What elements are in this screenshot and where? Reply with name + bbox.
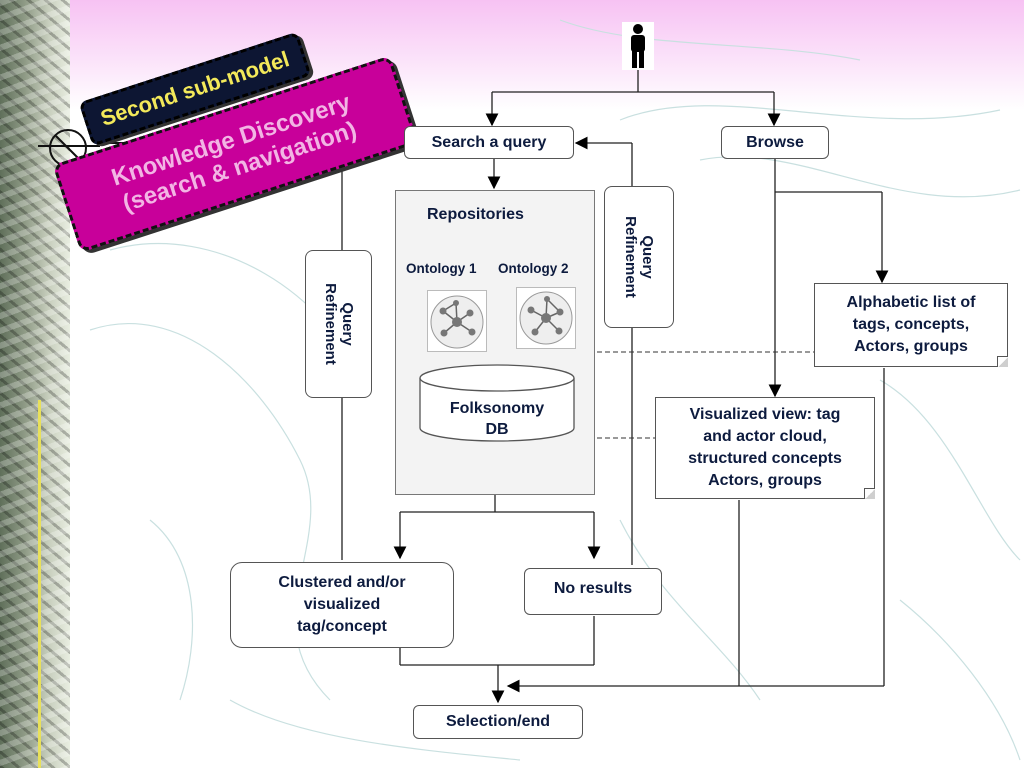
query-refinement-left-label: Query Refinement <box>321 283 356 365</box>
vis-line-1: Visualized view: tag <box>689 406 841 423</box>
vis-line-4: Actors, groups <box>708 472 822 489</box>
folksonomy-line-2: DB <box>485 421 509 438</box>
query-refinement-left-node: Query Refinement <box>305 250 372 398</box>
alpha-line-2: tags, concepts, <box>852 316 970 333</box>
no-results-node: No results <box>524 568 662 615</box>
repositories-title: Repositories <box>427 206 524 223</box>
map-strip <box>0 0 70 768</box>
alphabetic-list-node: Alphabetic list of tags, concepts, Actor… <box>814 283 1008 367</box>
query-refinement-right-node: Query Refinement <box>604 186 674 328</box>
network-graph-icon <box>516 287 576 349</box>
clustered-line-1: Clustered and/or <box>278 574 406 591</box>
map-strip-line <box>38 400 41 768</box>
clustered-node: Clustered and/or visualized tag/concept <box>230 562 454 648</box>
ontology-2-label: Ontology 2 <box>498 261 569 276</box>
vis-line-3: structured concepts <box>688 450 842 467</box>
clustered-line-3: tag/concept <box>297 618 387 635</box>
search-query-node: Search a query <box>404 126 574 159</box>
visualized-view-node: Visualized view: tag and actor cloud, st… <box>655 397 875 499</box>
ontology-1-label: Ontology 1 <box>406 261 477 276</box>
alpha-line-1: Alphabetic list of <box>846 294 976 311</box>
vis-line-2: and actor cloud, <box>703 428 827 445</box>
selection-end-label: Selection/end <box>445 713 551 730</box>
cylinder-icon <box>419 364 575 442</box>
no-results-label: No results <box>553 580 633 597</box>
folksonomy-line-1: Folksonomy <box>449 400 545 417</box>
network-graph-icon <box>427 290 487 352</box>
person-icon <box>622 22 654 70</box>
clustered-line-2: visualized <box>303 596 381 613</box>
search-query-label: Search a query <box>431 133 547 151</box>
folksonomy-db-label: Folksonomy DB <box>419 398 575 440</box>
query-refinement-right-label: Query Refinement <box>622 216 656 298</box>
browse-node: Browse <box>721 126 829 159</box>
browse-label: Browse <box>746 133 804 151</box>
alpha-line-3: Actors, groups <box>854 338 968 355</box>
selection-end-node: Selection/end <box>413 705 583 739</box>
